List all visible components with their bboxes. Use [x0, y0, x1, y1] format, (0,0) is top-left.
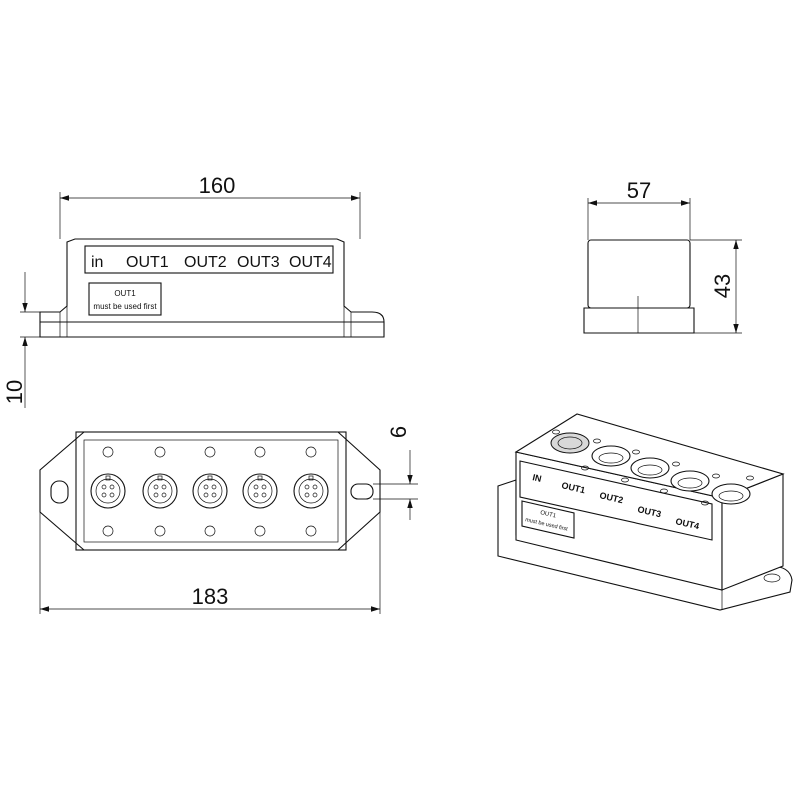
top-screw-hole — [102, 446, 114, 458]
top-screw-hole — [305, 525, 317, 537]
iso-screw-hole — [581, 465, 589, 471]
top-screw-hole — [154, 525, 166, 537]
iso-view: IN OUT1 OUT2 OUT3 OUT4 OUT1 must be used… — [497, 413, 793, 611]
iso-port-out1-inner — [598, 452, 624, 464]
iso-screw-hole — [660, 488, 668, 494]
dim-10-label: 10 — [2, 380, 27, 404]
iso-label-in: IN — [532, 472, 543, 484]
iso-top-face — [514, 413, 785, 499]
iso-screw-hole — [552, 429, 560, 435]
front-sticker-title: OUT1 — [114, 289, 136, 298]
top-screw-hole — [254, 446, 266, 458]
iso-port-in — [550, 432, 590, 454]
top-screw-hole — [305, 446, 317, 458]
front-label-out4: OUT4 — [289, 254, 332, 271]
top-mount-slot-left — [50, 480, 69, 504]
top-screw-hole — [204, 525, 216, 537]
dim-57-label: 57 — [627, 178, 651, 203]
front-label-strip — [84, 245, 334, 274]
connector-out4 — [293, 473, 329, 509]
front-view: in OUT1 OUT2 OUT3 OUT4 OUT1 must be used… — [2, 173, 385, 408]
iso-sticker-title: OUT1 — [540, 510, 558, 520]
top-view: 183 6 — [39, 426, 418, 614]
iso-mount-slot-right — [763, 573, 781, 583]
connector-out2 — [192, 473, 228, 509]
dim-43-label: 43 — [710, 274, 735, 298]
connector-out3 — [242, 473, 278, 509]
iso-screw-hole — [672, 461, 680, 467]
front-label-out2: OUT2 — [184, 254, 227, 271]
front-label-out3: OUT3 — [237, 254, 280, 271]
dim-6-label: 6 — [386, 426, 411, 438]
iso-label-strip — [519, 460, 713, 541]
dim-160-label: 160 — [199, 173, 236, 198]
iso-port-out2-inner — [637, 464, 663, 476]
side-base — [583, 307, 695, 334]
iso-screw-hole — [593, 438, 601, 444]
top-mount-slot-right — [350, 483, 374, 500]
iso-port-out3-inner — [677, 477, 703, 489]
side-view: 57 43 — [583, 178, 742, 334]
connector-in — [90, 473, 126, 509]
connector-out1 — [142, 473, 178, 509]
top-housing-outer — [75, 431, 347, 551]
top-screw-hole — [204, 446, 216, 458]
iso-screw-hole — [632, 449, 640, 455]
top-housing-inner — [83, 439, 339, 543]
iso-screw-hole — [746, 475, 754, 481]
side-housing — [587, 239, 691, 309]
front-label-in: in — [91, 254, 103, 271]
top-screw-hole — [254, 525, 266, 537]
iso-port-out4-inner — [718, 490, 744, 502]
iso-sticker — [521, 500, 575, 539]
top-screw-hole — [102, 525, 114, 537]
iso-screw-hole — [701, 500, 709, 506]
front-label-out1: OUT1 — [126, 254, 169, 271]
iso-screw-hole — [621, 477, 629, 483]
front-sticker — [88, 282, 162, 316]
iso-screw-hole — [712, 473, 720, 479]
front-sticker-text: must be used first — [93, 302, 157, 311]
iso-port-in-inner — [557, 436, 583, 450]
dim-183-label: 183 — [192, 584, 229, 609]
top-screw-hole — [154, 446, 166, 458]
